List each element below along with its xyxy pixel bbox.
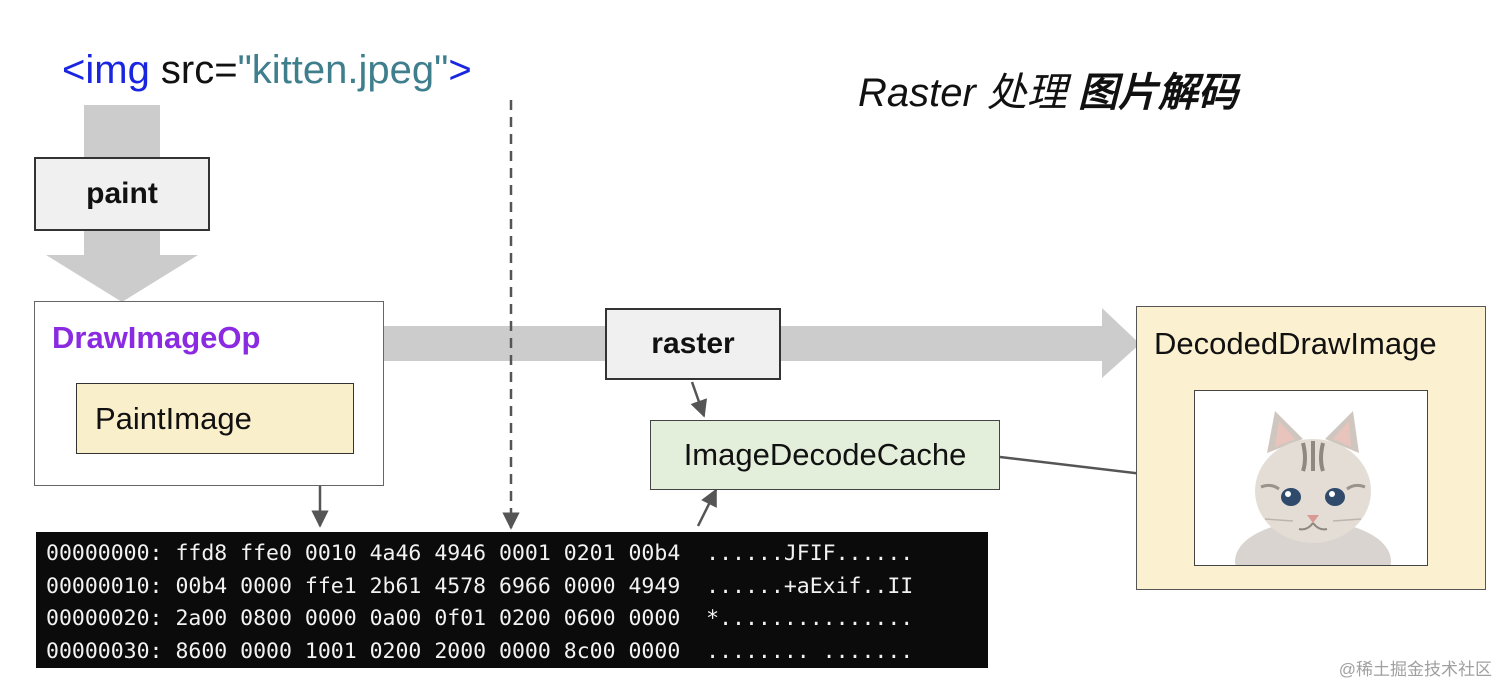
kitten-image [1194, 390, 1428, 566]
hex-row: 00000010: 00b4 0000 ffe1 2b61 4578 6966 … [46, 573, 914, 599]
paint-image-node: PaintImage [76, 383, 354, 454]
diagram-title: Raster 处理 图片解码 [858, 60, 1238, 118]
draw-image-op-label: DrawImageOp [52, 320, 261, 355]
title-emphasis: 图片解码 [1078, 71, 1239, 115]
decoded-draw-image-label: DecodedDrawImage [1154, 326, 1437, 361]
img-tag-close: > [448, 48, 472, 92]
hex-row: 00000020: 2a00 0800 0000 0a00 0f01 0200 … [46, 606, 914, 631]
hex-to-cache-arrow [696, 488, 718, 527]
image-decode-cache-node: ImageDecodeCache [650, 420, 1000, 490]
img-tag-code: <img src="kitten.jpeg"> [62, 48, 472, 93]
paint-node: paint [34, 157, 210, 231]
hex-row: 00000030: 8600 0000 1001 0200 2000 0000 … [46, 638, 914, 664]
raster-to-cache-arrow [690, 381, 708, 418]
img-tag-open: <img [62, 48, 150, 92]
title-prefix: Raster 处理 [858, 71, 1079, 115]
watermark: @稀土掘金技术社区 [1338, 660, 1492, 679]
kitten-photo-icon [1235, 411, 1391, 565]
img-tag-attr: src= [149, 48, 238, 92]
hex-row: 00000000: ffd8 ffe0 0010 4a46 4946 0001 … [46, 541, 914, 566]
img-tag-value: "kitten.jpeg" [237, 48, 449, 92]
raster-node: raster [605, 308, 781, 380]
hex-dump-panel: 00000000: ffd8 ffe0 0010 4a46 4946 0001 … [36, 532, 988, 668]
